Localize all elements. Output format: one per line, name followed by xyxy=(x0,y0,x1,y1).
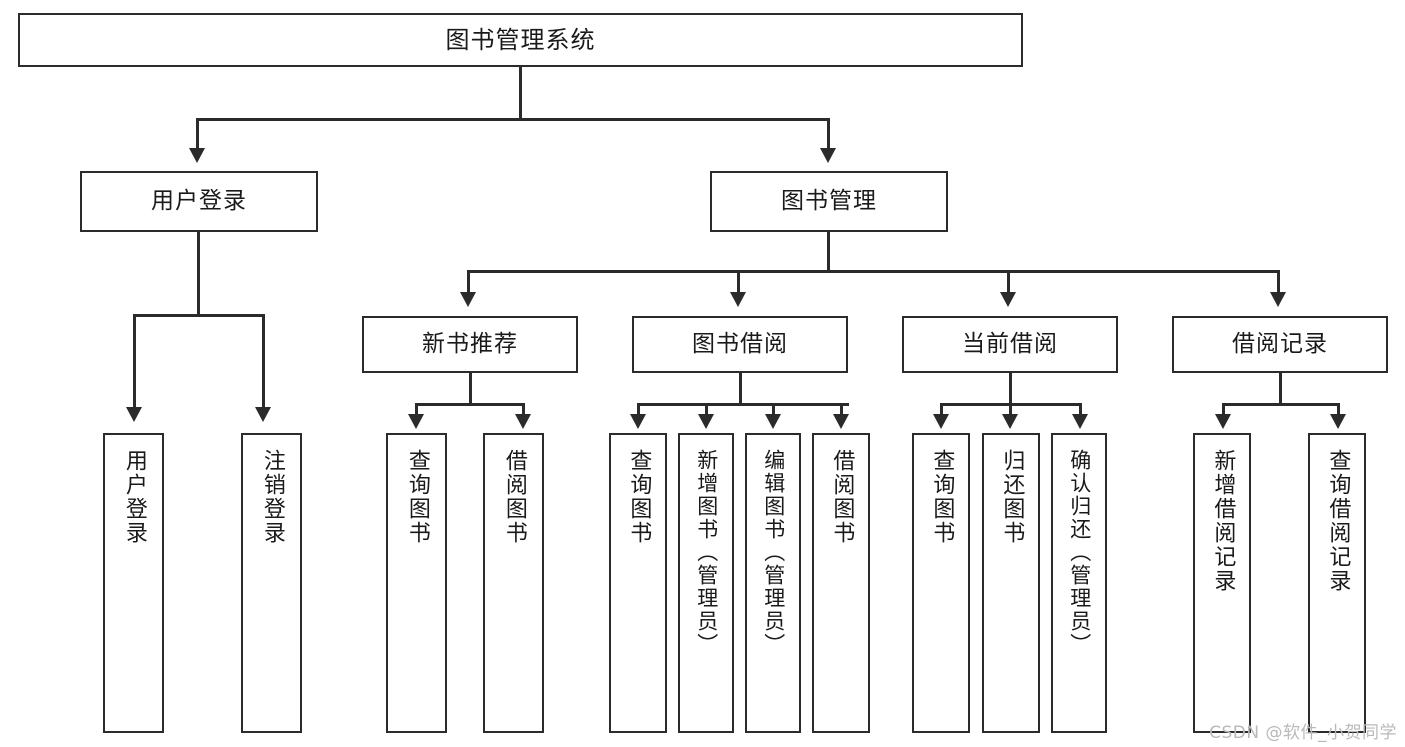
node-label: 借阅图书 xyxy=(501,449,527,545)
arrow-to-new-book xyxy=(460,292,476,307)
connector-borrow-record-stem xyxy=(1279,373,1282,405)
connector-book-mgmt-stem xyxy=(827,232,830,272)
leaf-user-login[interactable]: 用户登录 xyxy=(103,433,164,733)
node-label: 查询图书 xyxy=(626,449,652,545)
leaf-query-book-newbook[interactable]: 查询图书 xyxy=(386,433,447,733)
connector-new-book-stem xyxy=(469,373,472,405)
node-label: 用户登录 xyxy=(121,449,147,545)
connector-root-to-book-mgmt xyxy=(827,118,830,150)
arrow-to-book-mgmt xyxy=(820,148,836,163)
arrow-leaf-book-borrow-4 xyxy=(833,414,849,429)
node-label: 用户登录 xyxy=(151,187,247,214)
connector-book-borrow-drop-4 xyxy=(840,403,843,417)
connector-new-book-drop-2 xyxy=(522,403,525,417)
node-book-management[interactable]: 图书管理 xyxy=(710,171,948,232)
leaf-edit-book-admin[interactable]: 编辑图书（管理员） xyxy=(745,433,801,733)
connector-new-book-bus xyxy=(415,403,525,406)
watermark-text: CSDN @软件_小贺同学 xyxy=(1209,723,1397,743)
node-new-book-recommend[interactable]: 新书推荐 xyxy=(362,316,578,373)
connector-root-to-user-login xyxy=(196,118,199,150)
node-label: 新增借阅记录 xyxy=(1210,449,1236,593)
node-label: 当前借阅 xyxy=(962,330,1058,357)
connector-current-borrow-drop-3 xyxy=(1079,403,1082,417)
leaf-query-book-borrow[interactable]: 查询图书 xyxy=(609,433,667,733)
arrow-to-borrow-record xyxy=(1270,292,1286,307)
node-label: 图书借阅 xyxy=(692,330,788,357)
node-label: 查询图书 xyxy=(404,449,430,545)
connector-borrow-record-drop-1 xyxy=(1222,403,1225,417)
node-label: 查询图书 xyxy=(929,449,955,545)
arrow-to-current-borrow xyxy=(1000,292,1016,307)
node-label: 查询借阅记录 xyxy=(1325,449,1351,593)
leaf-confirm-return-admin[interactable]: 确认归还（管理员） xyxy=(1051,433,1107,733)
node-label: 新书推荐 xyxy=(422,330,518,357)
connector-book-mgmt-drop-3 xyxy=(1007,270,1010,296)
node-user-login[interactable]: 用户登录 xyxy=(80,171,318,232)
leaf-query-book-current[interactable]: 查询图书 xyxy=(912,433,970,733)
leaf-borrow-book-newbook[interactable]: 借阅图书 xyxy=(483,433,544,733)
leaf-query-borrow-record[interactable]: 查询借阅记录 xyxy=(1308,433,1366,733)
connector-book-borrow-bus xyxy=(637,403,849,406)
connector-current-borrow-drop-1 xyxy=(940,403,943,417)
connector-new-book-drop-1 xyxy=(415,403,418,417)
arrow-leaf-user-login-2 xyxy=(255,407,271,422)
node-root-system[interactable]: 图书管理系统 xyxy=(18,13,1023,67)
arrow-leaf-book-borrow-3 xyxy=(765,414,781,429)
arrow-leaf-book-borrow-2 xyxy=(698,414,714,429)
node-label: 确认归还（管理员） xyxy=(1067,449,1092,656)
arrow-leaf-current-borrow-2 xyxy=(1002,414,1018,429)
leaf-add-borrow-record[interactable]: 新增借阅记录 xyxy=(1193,433,1251,733)
arrow-leaf-book-borrow-1 xyxy=(630,414,646,429)
connector-user-login-stem xyxy=(197,232,200,316)
arrow-leaf-new-book-2 xyxy=(515,414,531,429)
leaf-logout[interactable]: 注销登录 xyxy=(241,433,302,733)
connector-book-mgmt-drop-1 xyxy=(467,270,470,296)
node-label: 编辑图书（管理员） xyxy=(761,449,786,656)
connector-book-mgmt-drop-4 xyxy=(1277,270,1280,296)
arrow-leaf-current-borrow-3 xyxy=(1072,414,1088,429)
node-label: 图书管理 xyxy=(781,187,877,214)
node-label: 新增图书（管理员） xyxy=(694,449,719,656)
node-label: 借阅记录 xyxy=(1232,330,1328,357)
connector-book-borrow-drop-3 xyxy=(772,403,775,417)
arrow-leaf-new-book-1 xyxy=(408,414,424,429)
arrow-leaf-borrow-record-2 xyxy=(1330,414,1346,429)
leaf-add-book-admin[interactable]: 新增图书（管理员） xyxy=(678,433,734,733)
connector-user-login-bus xyxy=(133,314,265,317)
connector-root-bus xyxy=(196,118,830,121)
leaf-borrow-book[interactable]: 借阅图书 xyxy=(812,433,870,733)
connector-book-borrow-drop-2 xyxy=(705,403,708,417)
connector-user-login-drop-1 xyxy=(133,314,136,410)
connector-book-mgmt-bus xyxy=(467,270,1279,273)
connector-user-login-drop-2 xyxy=(262,314,265,410)
node-borrow-record[interactable]: 借阅记录 xyxy=(1172,316,1388,373)
connector-book-borrow-stem xyxy=(739,373,742,405)
node-current-borrow[interactable]: 当前借阅 xyxy=(902,316,1118,373)
connector-borrow-record-drop-2 xyxy=(1337,403,1340,417)
connector-borrow-record-bus xyxy=(1222,403,1340,406)
node-label: 借阅图书 xyxy=(829,449,855,545)
node-label: 注销登录 xyxy=(259,449,285,545)
node-book-borrow[interactable]: 图书借阅 xyxy=(632,316,848,373)
connector-current-borrow-drop-2 xyxy=(1009,403,1012,417)
connector-book-borrow-drop-1 xyxy=(637,403,640,417)
arrow-leaf-current-borrow-1 xyxy=(933,414,949,429)
connector-book-mgmt-drop-2 xyxy=(737,270,740,296)
arrow-to-book-borrow xyxy=(730,292,746,307)
node-label: 归还图书 xyxy=(999,449,1025,545)
connector-root-stem xyxy=(519,67,522,120)
arrow-to-user-login xyxy=(189,148,205,163)
arrow-leaf-user-login-1 xyxy=(126,407,142,422)
node-label: 图书管理系统 xyxy=(445,25,596,54)
leaf-return-book[interactable]: 归还图书 xyxy=(982,433,1040,733)
connector-current-borrow-stem xyxy=(1009,373,1012,405)
arrow-leaf-borrow-record-1 xyxy=(1215,414,1231,429)
